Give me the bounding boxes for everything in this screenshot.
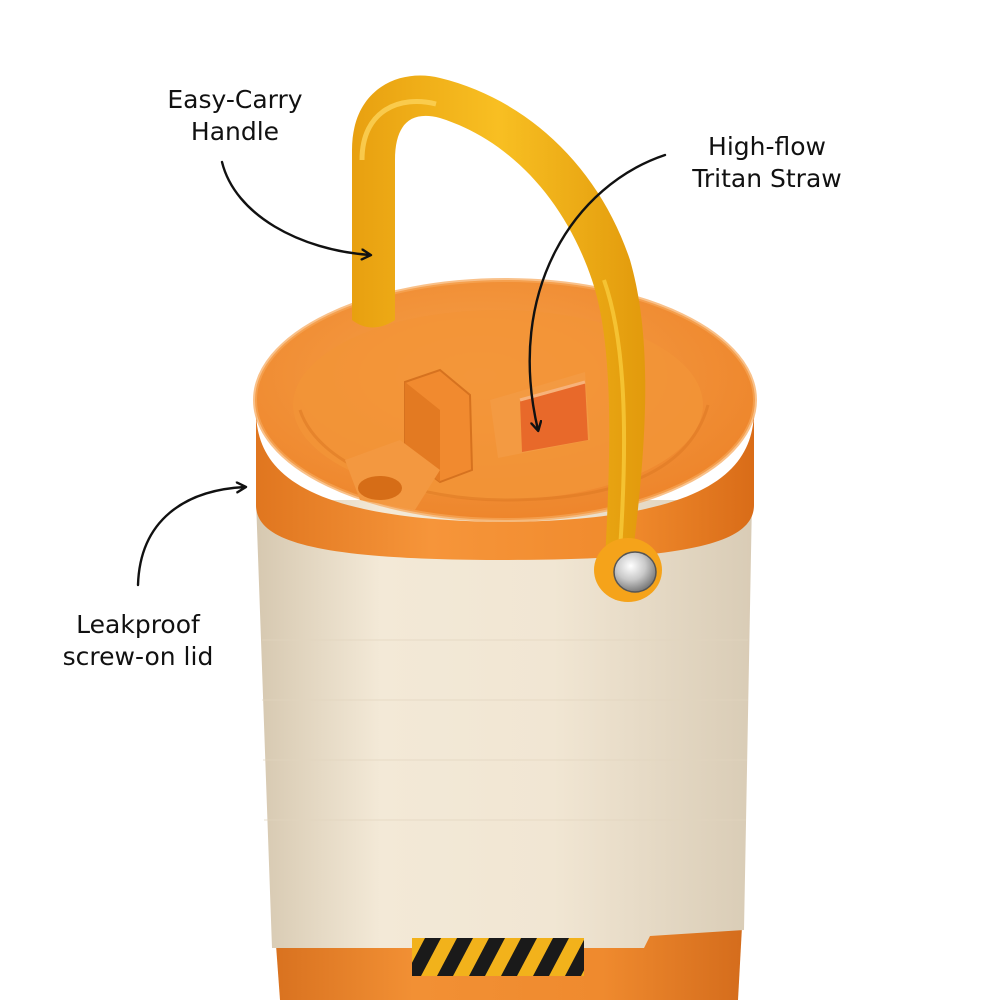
callout-straw-line1: High-flow xyxy=(708,132,826,161)
callout-straw-label: High-flow Tritan Straw xyxy=(682,131,852,195)
callout-handle-line2: Handle xyxy=(190,117,280,146)
lid xyxy=(253,278,757,560)
cup-cream-sleeve xyxy=(256,500,752,948)
callout-handle-label: Easy-Carry Handle xyxy=(150,84,320,148)
callout-straw-line2: Tritan Straw xyxy=(692,164,842,193)
lid-callout-arrow xyxy=(136,487,245,587)
straw-callout-arrow xyxy=(528,153,667,430)
handle-pin xyxy=(613,551,657,593)
handle-callout-arrow xyxy=(220,160,370,255)
callout-lid-line1: Leakproof xyxy=(76,610,200,639)
hazard-stripe-patch xyxy=(412,938,584,976)
carry-handle xyxy=(352,75,662,602)
straw xyxy=(490,372,590,458)
straw-flip-tab xyxy=(345,368,474,510)
cup-body xyxy=(256,500,752,1000)
callout-lid-line2: screw-on lid xyxy=(62,642,214,671)
callout-handle-line1: Easy-Carry xyxy=(167,85,303,114)
callout-lid-label: Leakproof screw-on lid xyxy=(58,609,218,673)
